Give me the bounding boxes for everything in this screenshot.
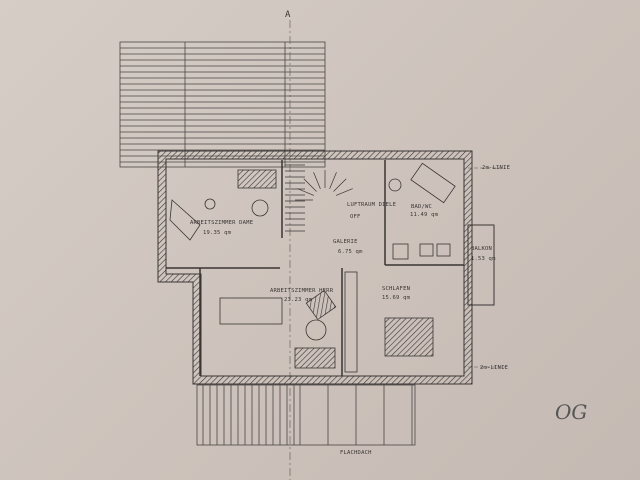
- room-label-schlafen: SCHLAFEN: [382, 286, 411, 292]
- room-label-arbeitszimmer-herr: ARBEITSZIMMER HERR: [270, 288, 334, 294]
- room-area-arbeitszimmer-herr: 23.23 qm: [284, 297, 313, 303]
- room-area-schlafen: 15.69 qm: [382, 295, 411, 301]
- 2m-line-label-bottom: 2m-LINIE: [480, 365, 509, 371]
- drawing-line: [329, 172, 337, 190]
- drawing-line: [297, 188, 315, 196]
- drawing-line: [303, 178, 317, 192]
- room-area-bad: 11.49 qm: [410, 212, 439, 218]
- room-label-bad: BAD/WC: [411, 204, 433, 210]
- floor-label-og: OG: [555, 400, 588, 424]
- room-label-luftraum: LUFTRAUM DIELE: [347, 202, 397, 208]
- furniture: [169, 162, 456, 373]
- roof-label: FLACHDACH: [340, 450, 372, 456]
- 2m-line-label-top: 2m-LINIE: [482, 165, 511, 171]
- room-area-galerie: 6.75 qm: [338, 249, 363, 255]
- upper-roof-hatching: [119, 41, 326, 168]
- room-area-balkon: 1.53 qm: [471, 256, 496, 262]
- staircase: [285, 164, 353, 232]
- balcony-outline: [467, 224, 495, 306]
- flat-roof: [196, 384, 416, 446]
- off-label: OFF: [350, 214, 361, 220]
- drawing-line: [335, 188, 353, 196]
- room-label-galerie: GALERIE: [333, 239, 358, 245]
- drawing-line: [313, 172, 321, 190]
- interior-walls: [166, 160, 464, 376]
- drawing-line: [333, 178, 347, 192]
- room-label-balkon: BALKON: [471, 246, 493, 252]
- outer-walls: [157, 150, 473, 385]
- room-area-arbeitszimmer-dame: 19.35 qm: [203, 230, 232, 236]
- section-marker-top: A: [285, 10, 291, 20]
- room-label-arbeitszimmer-dame: ARBEITSZIMMER DAME: [190, 220, 254, 226]
